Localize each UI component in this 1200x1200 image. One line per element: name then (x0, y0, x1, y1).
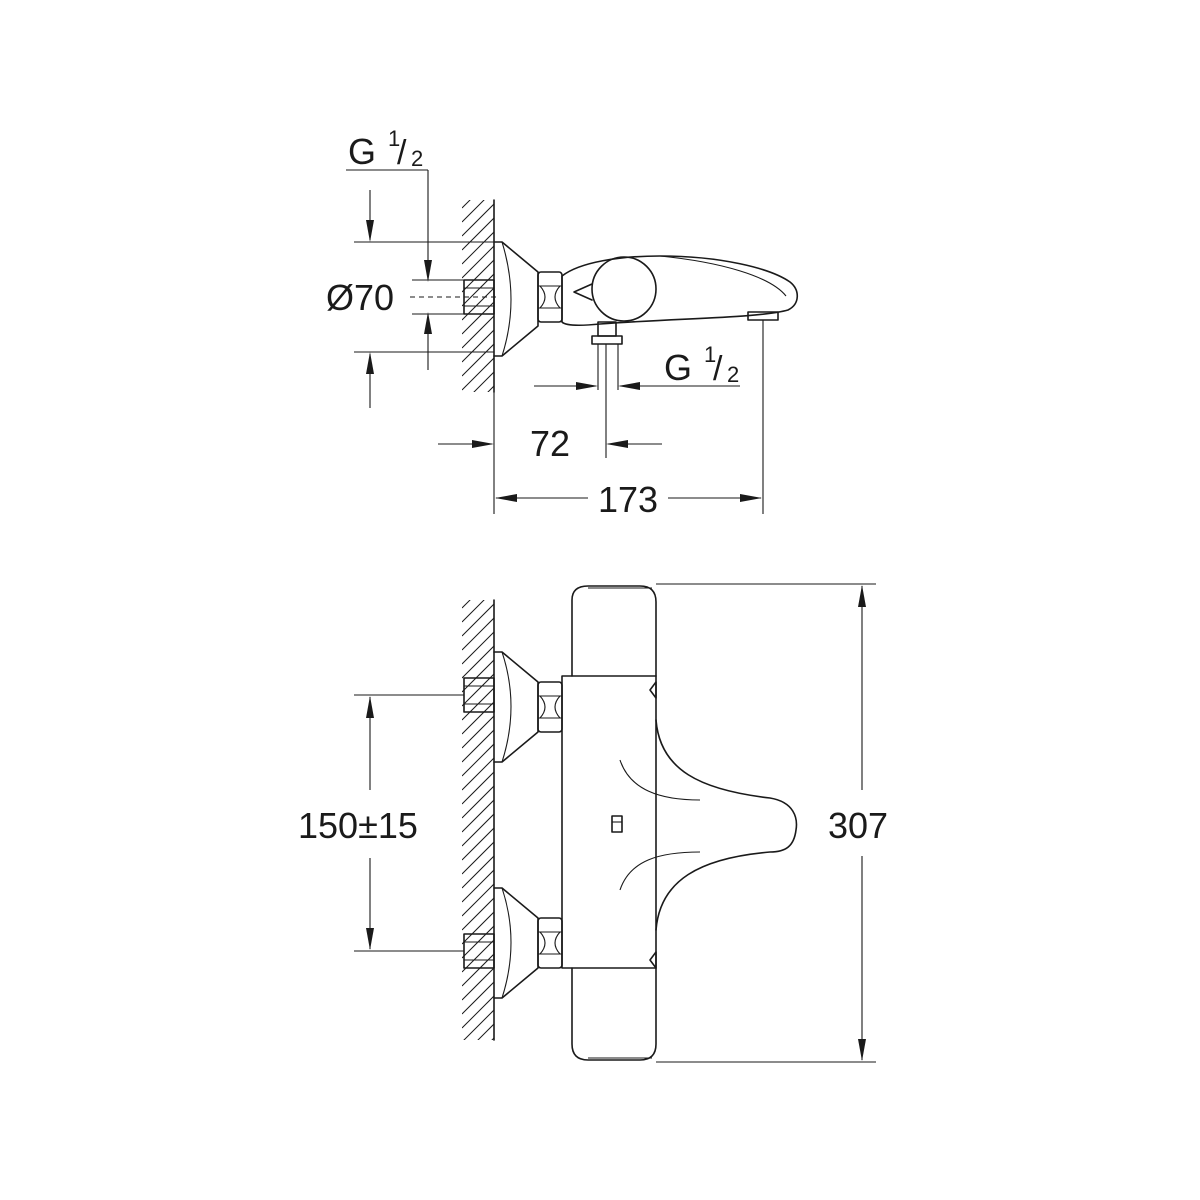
rosette-upper (493, 651, 539, 763)
hex-nut-upper (537, 681, 563, 733)
thread-outlet-slash: / (713, 350, 723, 388)
wall-hatch-line (462, 357, 494, 391)
wall-hatch-line (462, 600, 485, 623)
depth-label: 173 (598, 479, 658, 520)
thread-top-G: G (348, 131, 376, 172)
thread-top-den: 2 (411, 146, 423, 171)
mixer-body-front (561, 585, 798, 1061)
wall-hatch-line (462, 217, 494, 251)
wall-hatch-line (462, 687, 494, 721)
outlet-distance-label: 72 (530, 423, 570, 464)
dim-diameter: Ø70 (326, 190, 494, 408)
wall-hatch-line (462, 897, 494, 931)
wall-connector-side (410, 279, 500, 315)
wall-hatch-line (462, 259, 494, 293)
wall-hatch-line (462, 771, 494, 805)
wall-hatch-line (462, 953, 494, 987)
thread-outlet-G: G (664, 347, 692, 388)
wall-hatch-line (462, 1050, 496, 1084)
control-knob-side (591, 256, 657, 322)
thread-top-num: 1 (388, 126, 400, 151)
rosette-side (493, 241, 539, 357)
dim-depth: 173 (493, 320, 764, 520)
wall-hatch-line (462, 841, 494, 875)
wall-hatch-line (462, 315, 494, 349)
wall-hatch-line (462, 701, 494, 735)
wall-hatch-line (462, 799, 494, 833)
wall-hatch-line (462, 967, 494, 1001)
wall-hatch-line (462, 869, 494, 903)
wall-hatch-line (462, 827, 494, 861)
wall-hatch-line (462, 301, 494, 335)
bottom-outlet-side (591, 321, 623, 458)
diameter-label: Ø70 (326, 277, 394, 318)
wall-hatch-line (462, 659, 494, 693)
dim-centers: 150±15 (298, 694, 464, 952)
wall-hatch-line (462, 329, 494, 363)
dim-thread-outlet: G 1 / 2 (534, 342, 740, 390)
thread-outlet-num: 1 (704, 342, 716, 367)
wall-hatch-line (462, 617, 494, 651)
wall-hatch-line (463, 1009, 494, 1040)
wall-hatch-line (462, 398, 496, 432)
wall-hatch-line (462, 883, 494, 917)
thread-top-slash: / (397, 134, 407, 172)
wall-hatch-line (462, 673, 494, 707)
wall-hatch-line (462, 343, 494, 377)
wall-hatch-line (462, 995, 494, 1029)
wall-hatch-line (487, 385, 494, 392)
wall-hatch-line (462, 200, 471, 209)
dim-height: 307 (656, 583, 888, 1063)
wall-hatch-line (462, 160, 496, 194)
wall-hatch-line (462, 200, 485, 223)
wall-hatch-line (462, 600, 471, 609)
wall-bottom (462, 560, 496, 1084)
wall-hatch-line (462, 245, 494, 279)
wall-hatch-line (462, 939, 494, 973)
dim-thread-top: G 1 / 2 (346, 126, 432, 282)
wall-hatch-line (462, 855, 494, 889)
front-view: 150±15 307 (298, 560, 888, 1084)
wall-hatch-line (462, 273, 494, 307)
wall-hatch-line (462, 645, 494, 679)
wall-hatch-line (462, 981, 494, 1015)
wall-hatch-line (462, 231, 494, 265)
wall-hatch-line (491, 1037, 494, 1040)
wall-hatch-line (462, 743, 494, 777)
dim-outlet-distance: 72 (438, 423, 662, 464)
rosette-lower (493, 887, 539, 999)
centers-label: 150±15 (298, 805, 418, 846)
wall-top (462, 160, 496, 432)
wall-hatch-line (462, 925, 494, 959)
wall-hatch-line (462, 603, 494, 637)
side-view: G 1 / 2 Ø70 G 1 / 2 (326, 126, 799, 520)
hex-nut-lower (537, 917, 563, 969)
wall-hatch-line (473, 371, 494, 392)
wall-hatch-line (462, 785, 494, 819)
wall-hatch-line (462, 203, 494, 237)
thread-outlet-den: 2 (727, 362, 739, 387)
mixer-body-side (561, 255, 799, 327)
wall-hatch-line (462, 631, 494, 665)
wall-hatch-line (462, 729, 494, 763)
wall-hatch-line (477, 1023, 494, 1040)
wall-hatch-line (462, 813, 494, 847)
height-label: 307 (828, 805, 888, 846)
wall-hatch-line (462, 560, 496, 594)
hex-nut-side (537, 271, 563, 323)
wall-hatch-line (462, 911, 494, 945)
wall-hatch-line (462, 715, 494, 749)
wall-hatch-line (462, 287, 494, 321)
wall-hatch-line (462, 757, 494, 791)
